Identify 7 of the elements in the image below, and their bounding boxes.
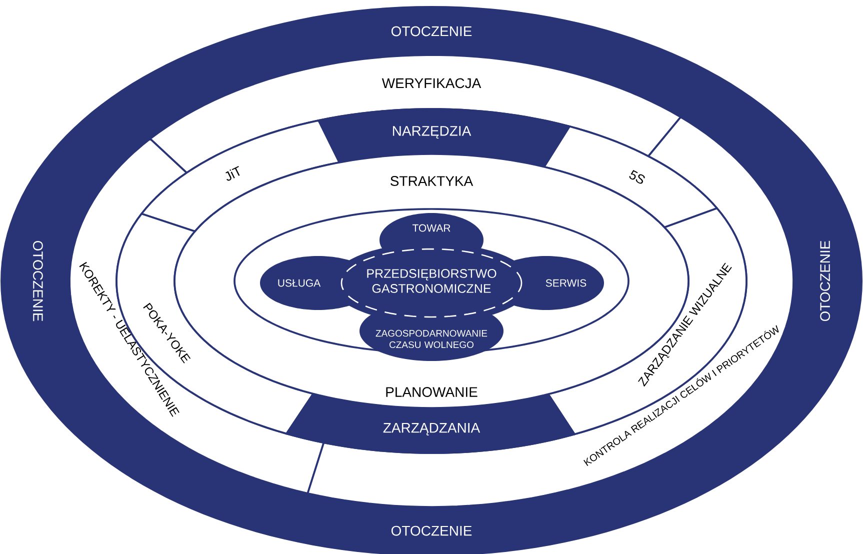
- oval-bubble: PRZEDSIĘBIORSTWO GASTRONOMICZNE: [332, 243, 532, 323]
- node-label: ZAGOSPODARNOWANIE CZASU WOLNEGO: [376, 330, 488, 348]
- ring-segment: 5S: [543, 125, 718, 228]
- ring-segment: NARZĘDZIA: [318, 108, 571, 168]
- node-label: SERWIS: [546, 279, 586, 287]
- node-label: TOWAR: [412, 224, 450, 232]
- ring-segment: JiT: [140, 119, 340, 232]
